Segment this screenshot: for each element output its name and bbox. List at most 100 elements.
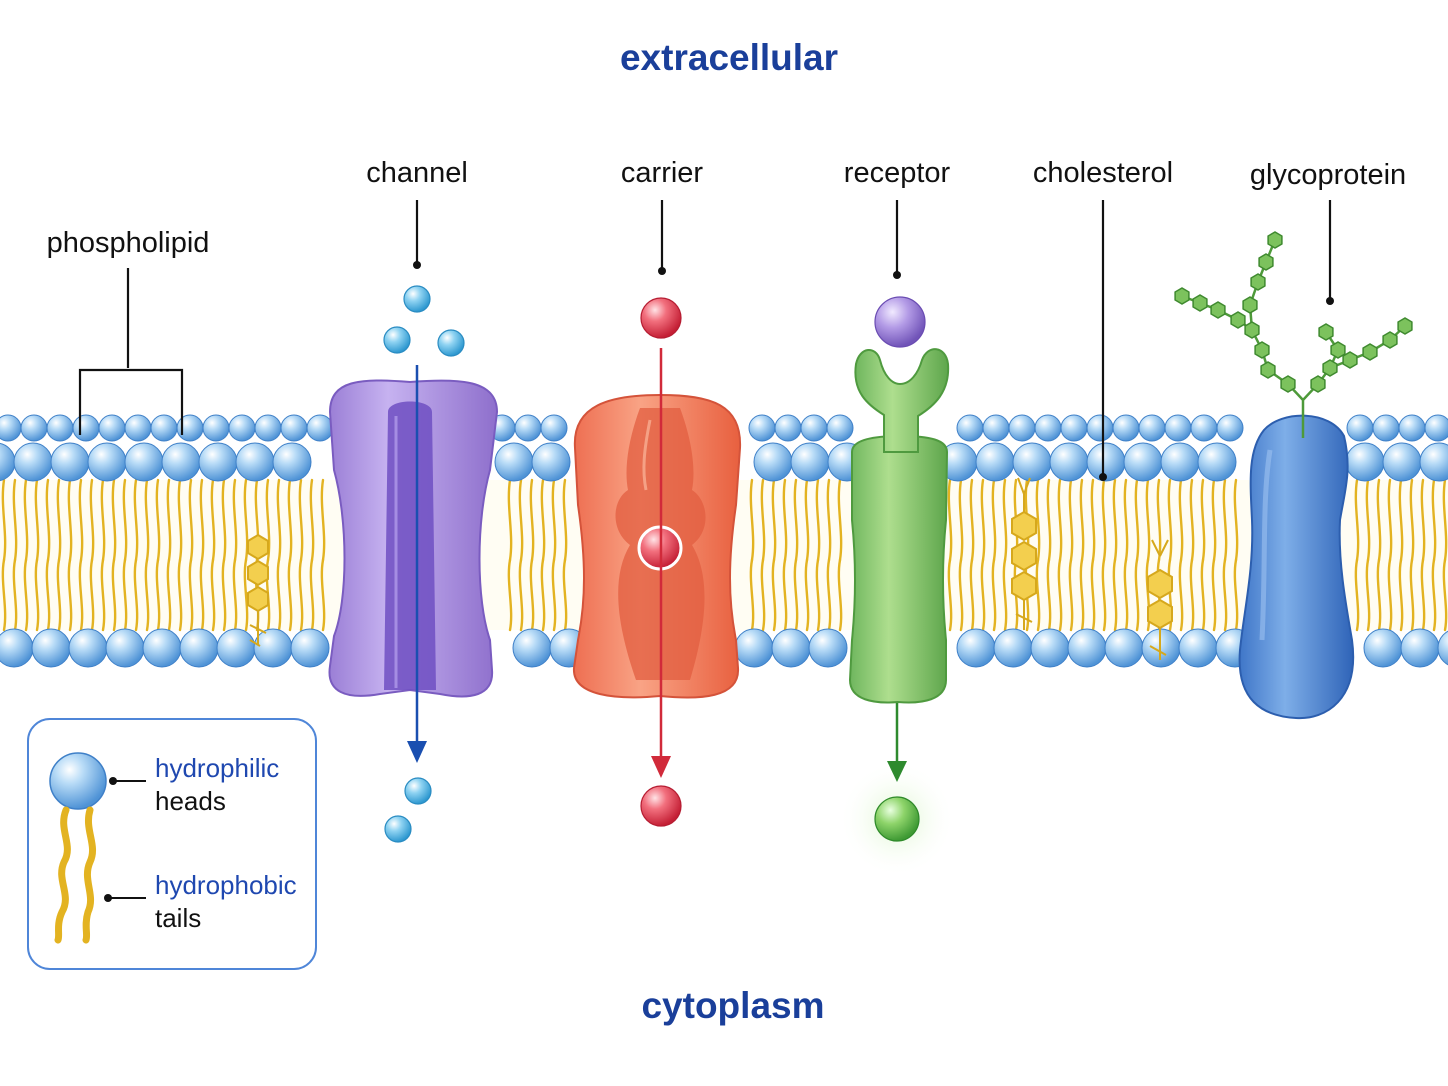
- hydrophilic-head-icon: [1104, 628, 1144, 668]
- hydrophilic-head-icon: [1363, 628, 1403, 668]
- hydrophobic-tail-icon: [1035, 478, 1041, 562]
- hydrophobic-tail-icon: [276, 478, 282, 562]
- hydrophobic-tail-icon: [518, 558, 524, 632]
- signal-molecule: [874, 796, 920, 842]
- legend-hydrophobic-term: hydrophobic: [155, 870, 297, 900]
- hydrophobic-tail-icon: [243, 478, 249, 562]
- hydrophobic-tail-icon: [12, 558, 18, 632]
- hydrophobic-tail-icon: [804, 558, 810, 632]
- hydrophobic-tail-icon: [133, 558, 139, 632]
- channel-protein: [328, 379, 499, 698]
- hydrophilic-head-icon: [531, 442, 571, 482]
- hydrophobic-tail-icon: [166, 558, 172, 632]
- hydrophobic-tail-icon: [320, 478, 326, 562]
- hydrophobic-tail-icon: [1057, 478, 1063, 562]
- hydrophobic-tail-icon: [1178, 478, 1184, 562]
- hydrophobic-tail-icon: [144, 478, 150, 562]
- hydrophobic-tail-icon: [804, 478, 810, 562]
- hydrophobic-tail-icon: [1090, 558, 1096, 632]
- hydrophilic-head-icon: [1123, 442, 1163, 482]
- hydrophilic-head-icon: [1400, 628, 1440, 668]
- hydrophilic-head-icon: [1049, 442, 1089, 482]
- lipid-tails: [1, 478, 1448, 632]
- hydrophobic-tail-icon: [562, 478, 568, 562]
- hydrophobic-tail-icon: [1090, 478, 1096, 562]
- hydrophobic-tail-icon: [89, 478, 95, 562]
- hydrophobic-tail-icon: [562, 558, 568, 632]
- hydrophobic-tail-icon: [749, 478, 755, 562]
- hydrophilic-head-icon: [982, 414, 1010, 442]
- hydrophilic-head-icon: [306, 414, 334, 442]
- hydrophilic-head-icon: [0, 442, 16, 482]
- hydrophobic-tail-icon: [1189, 558, 1195, 632]
- outer-heads-front-row: [0, 442, 1448, 482]
- hydrophobic-tail-icon: [1222, 478, 1228, 562]
- hydrophobic-tail-icon: [793, 478, 799, 562]
- hydrophobic-tail-icon: [1442, 558, 1448, 632]
- cholesterol-molecule: [1147, 539, 1173, 660]
- hydrophobic-tail-icon: [177, 478, 183, 562]
- receptor-leader-dot: [893, 271, 901, 279]
- ligand-molecule: [874, 296, 926, 348]
- hydrophobic-tail-icon: [1112, 558, 1118, 632]
- hydrophobic-tail-icon: [1101, 558, 1107, 632]
- hydrophilic-head-icon: [1164, 414, 1192, 442]
- hydrophobic-tail-icon: [1145, 478, 1151, 562]
- glycoprotein-leader-dot: [1326, 297, 1334, 305]
- extracellular-label: extracellular: [620, 37, 838, 78]
- hydrophilic-head-icon: [514, 414, 542, 442]
- hydrophilic-head-icon: [124, 414, 152, 442]
- sugar-unit-icon: [1267, 231, 1283, 249]
- inner-heads-row: [0, 628, 1448, 668]
- hydrophilic-head-icon: [956, 414, 984, 442]
- hydrophobic-tail-icon: [221, 558, 227, 632]
- hydrophilic-head-icon: [1419, 442, 1448, 482]
- hydrophobic-tail-icon: [287, 558, 293, 632]
- hydrophobic-tail-icon: [782, 478, 788, 562]
- hydrophobic-tail-icon: [793, 558, 799, 632]
- hydrophilic-head-icon: [1060, 414, 1088, 442]
- hydrophobic-tail-icon: [1112, 478, 1118, 562]
- hydrophobic-tail-icon: [1035, 558, 1041, 632]
- hydrophobic-tail-icon: [111, 478, 117, 562]
- hydrophilic-head-icon: [1030, 628, 1070, 668]
- hydrophilic-head-icon: [142, 628, 182, 668]
- hydrophilic-head-icon: [0, 628, 34, 668]
- hydrophobic-tail-icon: [276, 558, 282, 632]
- hydrophobic-tail-icon: [1167, 478, 1173, 562]
- hydrophilic-head-icon: [254, 414, 282, 442]
- sugar-unit-icon: [1330, 341, 1346, 359]
- hydrophobic-tail-icon: [1079, 478, 1085, 562]
- hydrophilic-head-icon: [280, 414, 308, 442]
- hydrophilic-head-icon: [150, 414, 178, 442]
- hydrophilic-head-icon: [50, 442, 90, 482]
- carrier-label: carrier: [621, 157, 704, 189]
- hydrophobic-tail-icon: [1200, 478, 1206, 562]
- hydrophilic-head-icon: [790, 442, 830, 482]
- hydrophilic-head-icon: [1216, 414, 1244, 442]
- hydrophobic-tail-icon: [177, 558, 183, 632]
- hydrophilic-head-icon: [1034, 414, 1062, 442]
- hydrophobic-tail-icon: [45, 558, 51, 632]
- hydrophobic-tail-icon: [947, 558, 953, 632]
- hydrophobic-tail-icon: [1420, 478, 1426, 562]
- hydrophobic-tail-icon: [507, 478, 513, 562]
- channel-leader-dot: [413, 261, 421, 269]
- hydrophilic-head-icon: [808, 628, 848, 668]
- hydrophobic-tail-icon: [1068, 478, 1074, 562]
- hydrophobic-tail-icon: [1123, 478, 1129, 562]
- hydrophobic-tail-icon: [1189, 478, 1195, 562]
- receptor-protein: [848, 348, 950, 704]
- hydrophilic-head-icon: [179, 628, 219, 668]
- hydrophilic-head-icon: [235, 442, 275, 482]
- hydrophobic-tail-icon: [210, 478, 216, 562]
- hydrophobic-tail-icon: [67, 478, 73, 562]
- hydrophobic-tail-icon: [1002, 558, 1008, 632]
- hydrophilic-head-icon: [1067, 628, 1107, 668]
- sugar-unit-icon: [1397, 317, 1413, 335]
- hydrophilic-head-icon: [202, 414, 230, 442]
- hydrophobic-tail-icon: [1002, 478, 1008, 562]
- hydrophobic-tail-icon: [551, 478, 557, 562]
- glycoprotein: [1238, 414, 1355, 720]
- hydrophobic-tail-icon: [1233, 558, 1239, 632]
